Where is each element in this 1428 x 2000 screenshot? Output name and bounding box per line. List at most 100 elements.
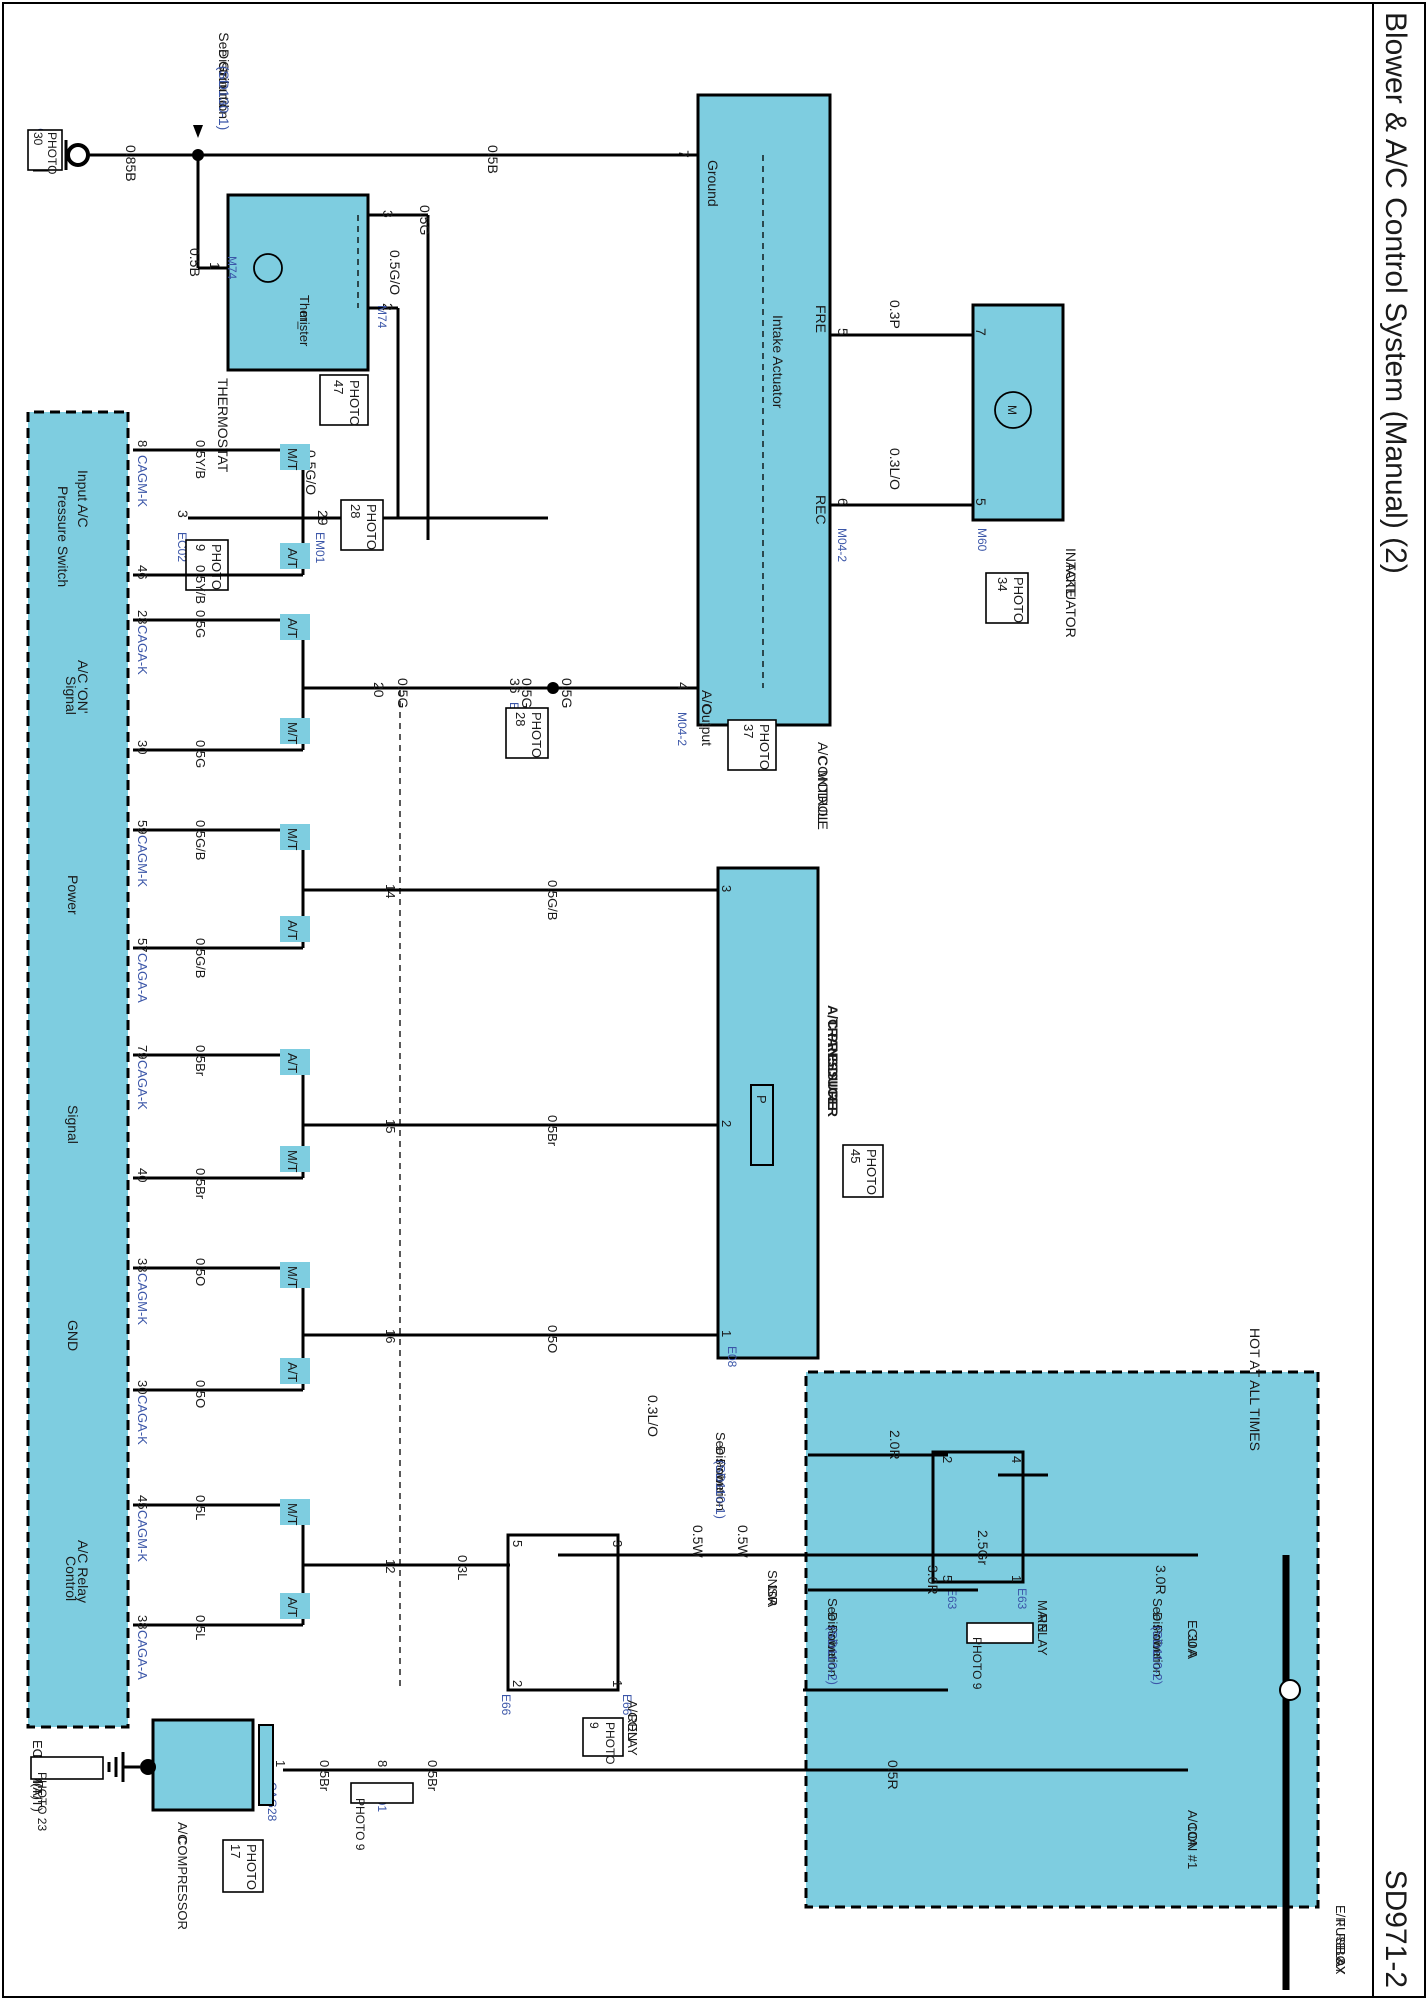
- fuse-acon-rating: 10A: [1185, 1824, 1200, 1847]
- ec02-pin: 3: [175, 510, 191, 518]
- module-ground-label: Ground: [705, 160, 721, 207]
- fuse-box-area: [804, 1370, 1320, 1909]
- wire-05go-top: 0.5G/O: [387, 250, 403, 295]
- wire-20r: 2.0R: [887, 1430, 903, 1460]
- see-110-2a-line2: Distribution: [825, 1612, 840, 1677]
- wire-05w-b: 0.5W: [690, 1525, 706, 1558]
- g6-trunk-wire: 0.3L: [455, 1555, 470, 1580]
- see-110-2a-line1: See Power: [825, 1598, 840, 1662]
- module-name1: A/C: [815, 742, 831, 765]
- transducer-photo-num: 45: [848, 1149, 863, 1163]
- g3-at-wire: 0.5G/B: [193, 938, 208, 978]
- wire-25gr: 2.5Gr: [975, 1530, 991, 1565]
- acon-relay-pin2: 2: [510, 1680, 525, 1687]
- module-conn-a: M04-2: [835, 528, 849, 562]
- module-name3: MODULE: [815, 770, 831, 830]
- main-relay-box: [931, 1450, 1025, 1584]
- page-title: Blower & A/C Control System (Manual) (2): [1379, 12, 1412, 574]
- acon-relay-name2: RELAY: [625, 1714, 640, 1756]
- ground-photo: PHOTO: [45, 132, 59, 174]
- thermistor-symbol: [253, 253, 283, 283]
- g3-mt-wire: 0.5G/B: [193, 820, 208, 860]
- main-relay-photo: PHOTO 9: [970, 1637, 984, 1690]
- acon-relay-name1: A/CON: [625, 1700, 640, 1741]
- g5-name: GND: [65, 1320, 81, 1351]
- g5-at-wire: 0.5O: [193, 1380, 208, 1408]
- acon-relay-pin3: 3: [610, 1540, 625, 1547]
- g1-mt-tag: M/T: [285, 448, 300, 470]
- bus-indicator: [1279, 1679, 1301, 1701]
- g6-mt-conn: CAGM-K: [135, 1510, 150, 1562]
- g5-mt-wire: 0.5O: [193, 1258, 208, 1286]
- main-relay-pin4: 4: [1009, 1456, 1024, 1463]
- em01-pin: 29: [315, 510, 331, 526]
- fuse-snsr-label: SNSR: [765, 1570, 780, 1606]
- ec01-pin14: 14: [383, 884, 398, 898]
- g3-at-pin: 57: [135, 938, 150, 952]
- g2-at-tag: A/T: [285, 618, 300, 638]
- g4-at-tag: A/T: [285, 1053, 300, 1073]
- pressure-sensor-symbol: [750, 1084, 774, 1166]
- g1-name1: Input A/C: [75, 470, 91, 528]
- actuator-pin5: 5: [973, 498, 989, 506]
- fuse-relay-box: HOT AT ALL TIMES 4 2 5 1 E63 E63 MAIN RE…: [499, 1328, 1348, 1990]
- main-relay-pin2: 2: [940, 1456, 955, 1463]
- compressor-photo-box: [222, 1839, 264, 1893]
- transducer-photo: PHOTO: [864, 1149, 879, 1195]
- thermistor-label1: Ther_: [297, 295, 312, 330]
- g5-at-tag: A/T: [285, 1362, 300, 1382]
- fre-label: FRE: [813, 305, 829, 333]
- main-relay-name2: RELAY: [1035, 1614, 1050, 1656]
- compressor-ground: [140, 1759, 156, 1775]
- wire-05g-top: 0.5G: [417, 205, 433, 235]
- transducer-name1: A/C PRESSURE: [825, 1005, 841, 1110]
- main-relay-pin1: 1: [1009, 1575, 1024, 1582]
- ec01-pin8: 8: [375, 1760, 390, 1767]
- actuator-photo-box: [985, 572, 1029, 624]
- wire-03lo-act: 0.3L/O: [887, 448, 903, 490]
- acon-relay-conn-b: E66: [620, 1694, 634, 1716]
- see-ground-line2: Distribution: [216, 49, 232, 119]
- g1-at-wire: 0.5Y/B: [193, 565, 208, 604]
- g3-mt-conn: CAGM-K: [135, 835, 150, 887]
- fuse-acon-label: A/CON #1: [1185, 1810, 1200, 1869]
- wire-05g-c: 0.5G: [395, 678, 411, 708]
- fuse-box-name1: E/R: [1333, 1905, 1348, 1927]
- wire-05b-a: 0.5B: [485, 145, 501, 174]
- junction: [547, 682, 559, 694]
- transducer-conn: E08: [725, 1346, 739, 1368]
- thermostat-conn-b: M74: [375, 305, 389, 329]
- ec02-photo-num: 9: [193, 544, 208, 551]
- main-relay-name1: MAIN: [1035, 1600, 1050, 1633]
- module-photo-num: 37: [741, 724, 756, 738]
- see-110-1-line3: (SD110-1): [713, 1460, 728, 1519]
- g4-trunk-wire: 0.5Br: [545, 1115, 560, 1147]
- connector-em02: 0.5G 0.5G 0.5G 36 EM02 PHOTO 28 20: [303, 678, 575, 759]
- intake-actuator-label: Intake Actuator: [770, 315, 786, 409]
- acon-relay-photo-box: [582, 1717, 624, 1757]
- ec01-pin16: 16: [383, 1329, 398, 1343]
- g6-mt-pin: 45: [135, 1495, 150, 1509]
- g3-at-tag: A/T: [285, 920, 300, 940]
- ec02-photo: PHOTO: [209, 544, 224, 590]
- main-relay-pin5: 5: [940, 1575, 955, 1582]
- compressor-photo: PHOTO: [244, 1844, 259, 1890]
- g6-at-tag: A/T: [285, 1597, 300, 1617]
- module-pin4: 4: [675, 682, 691, 690]
- ec01-pin20: 20: [371, 682, 387, 698]
- wire-05g-b: 0.5G: [519, 678, 535, 708]
- g3-mt-pin: 59: [135, 820, 150, 834]
- transducer-pin2: 2: [719, 1120, 734, 1127]
- ec01-photo: PHOTO 9: [353, 1798, 367, 1851]
- compressor-name2: COMPRESSOR: [175, 1836, 190, 1930]
- diagram-code: SD971-2: [1379, 1870, 1412, 1988]
- g5-mt-pin: 33: [135, 1258, 150, 1272]
- ecm-box: [26, 410, 130, 1729]
- g5-at-pin: 30: [135, 1380, 150, 1394]
- ground-photo-num: 30: [31, 132, 45, 146]
- see-110-1-line2: Distribution: [713, 1446, 728, 1511]
- compressor-pin: 1: [273, 1760, 288, 1767]
- main-relay-conn-a: E63: [945, 1588, 959, 1610]
